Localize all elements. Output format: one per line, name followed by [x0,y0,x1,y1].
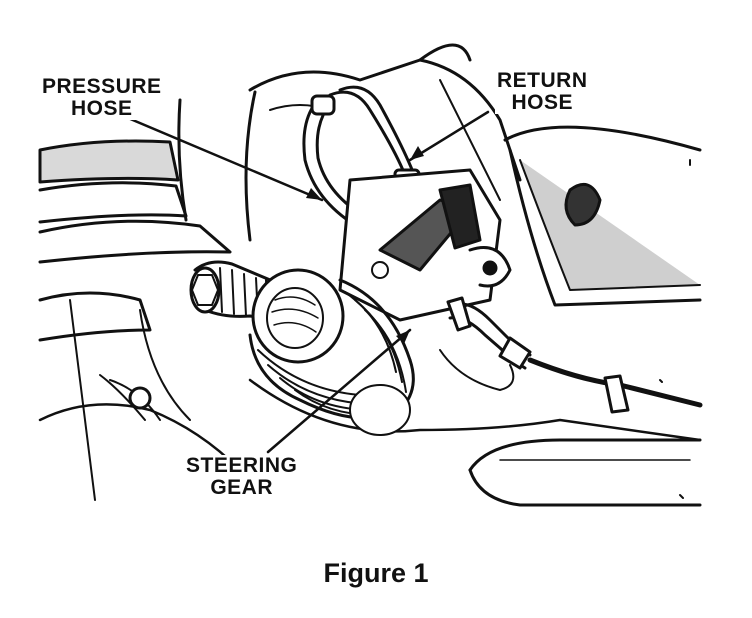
pressure-hose-label-line-2: HOSE [71,97,133,120]
steering-gear-leader [266,328,412,454]
steering-gear-boot [248,268,415,436]
return-hose-label-line-2: HOSE [511,91,573,114]
figure-caption: Figure 1 [323,558,429,588]
leader-lines [126,110,490,454]
input-shaft [189,260,280,322]
steering-gear-label-line-1: STEERING [186,454,298,477]
leader-arrowheads [306,146,424,344]
sensor-cable [439,296,703,414]
edge-marks [659,159,691,499]
return-hose-arrowhead [410,146,424,160]
pressure-hose-arrowhead [306,188,322,200]
right-fender [503,125,702,307]
frame-background [38,98,242,501]
return-hose-leader [408,110,490,162]
steering-gear-label: STEERING GEAR [184,454,300,499]
lower-housing [99,374,702,507]
return-hose-label-line-1: RETURN [497,69,588,92]
return-hose-label: RETURN HOSE [495,70,590,114]
pressure-hose-label: PRESSURE HOSE [40,76,164,120]
pressure-hose-label-line-1: PRESSURE [42,75,162,98]
steering-gear-arrowhead [396,330,410,344]
steering-gear-label-line-2: GEAR [210,476,274,499]
pressure-hose-leader [126,116,324,202]
valve-body [338,168,512,322]
